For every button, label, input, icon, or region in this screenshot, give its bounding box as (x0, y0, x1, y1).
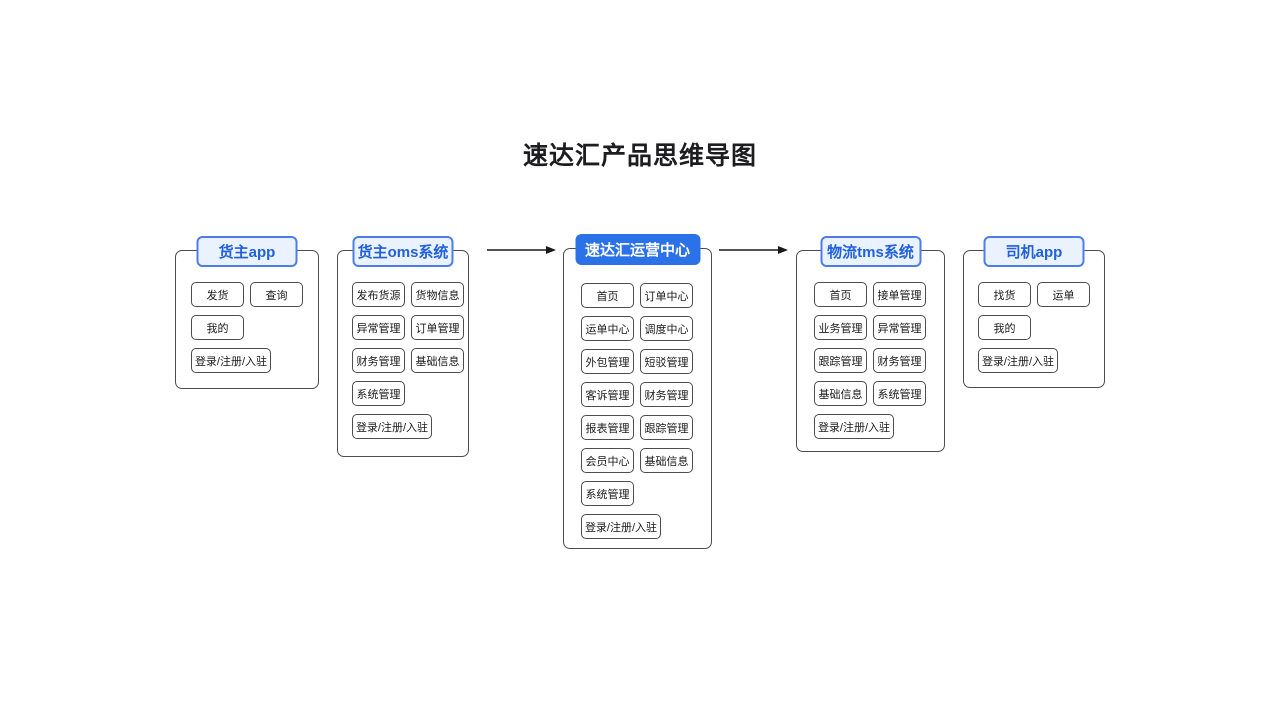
module-node: 异常管理 (352, 315, 405, 340)
panel-header-shipper-app: 货主app (196, 236, 298, 267)
module-node: 异常管理 (873, 315, 926, 340)
module-node: 外包管理 (581, 349, 634, 374)
panel-header-shipper-oms-system: 货主oms系统 (352, 236, 454, 267)
module-node: 基础信息 (814, 381, 867, 406)
module-node: 登录/注册/入驻 (191, 348, 271, 373)
module-node: 基础信息 (640, 448, 693, 473)
module-node: 登录/注册/入驻 (581, 514, 661, 539)
module-node: 接单管理 (873, 282, 926, 307)
module-node: 订单中心 (640, 283, 693, 308)
module-node: 登录/注册/入驻 (814, 414, 894, 439)
module-node: 跟踪管理 (814, 348, 867, 373)
module-node: 会员中心 (581, 448, 634, 473)
module-node: 登录/注册/入驻 (978, 348, 1058, 373)
panel-shipper-oms-system: 货主oms系统 发布货源货物信息异常管理订单管理财务管理基础信息系统管理登录/注… (337, 236, 469, 457)
panel-header-driver-app: 司机app (983, 236, 1085, 267)
module-node: 基础信息 (411, 348, 464, 373)
module-node: 登录/注册/入驻 (352, 414, 432, 439)
panel-header-logistics-tms-system: 物流tms系统 (820, 236, 921, 267)
page-title: 速达汇产品思维导图 (522, 142, 757, 170)
module-node: 财务管理 (873, 348, 926, 373)
flow-arrow-right-icon (487, 246, 556, 254)
module-node: 业务管理 (814, 315, 867, 340)
panel-logistics-tms-system: 物流tms系统 首页接单管理业务管理异常管理跟踪管理财务管理基础信息系统管理登录… (796, 236, 945, 452)
module-node: 系统管理 (873, 381, 926, 406)
module-node: 我的 (978, 315, 1031, 340)
module-node: 系统管理 (581, 481, 634, 506)
module-list-shipper-app: 发货查询我的登录/注册/入驻 (191, 282, 305, 373)
panel-sudahui-operations-center: 速达汇运营中心 首页订单中心运单中心调度中心外包管理短驳管理客诉管理财务管理报表… (563, 234, 712, 549)
module-node: 运单 (1037, 282, 1090, 307)
module-node: 报表管理 (581, 415, 634, 440)
module-node: 财务管理 (352, 348, 405, 373)
module-node: 短驳管理 (640, 349, 693, 374)
module-node: 发布货源 (352, 282, 405, 307)
flow-arrow-right-icon (719, 246, 788, 254)
panel-header-sudahui-operations-center: 速达汇运营中心 (575, 234, 700, 265)
panel-shipper-app: 货主app 发货查询我的登录/注册/入驻 (175, 236, 319, 389)
module-node: 货物信息 (411, 282, 464, 307)
module-node: 客诉管理 (581, 382, 634, 407)
module-list-logistics-tms-system: 首页接单管理业务管理异常管理跟踪管理财务管理基础信息系统管理登录/注册/入驻 (814, 282, 928, 439)
module-node: 订单管理 (411, 315, 464, 340)
module-list-sudahui-operations-center: 首页订单中心运单中心调度中心外包管理短驳管理客诉管理财务管理报表管理跟踪管理会员… (581, 283, 695, 539)
panel-driver-app: 司机app 找货运单我的登录/注册/入驻 (963, 236, 1105, 388)
module-node: 系统管理 (352, 381, 405, 406)
module-node: 我的 (191, 315, 244, 340)
module-node: 查询 (250, 282, 303, 307)
module-node: 跟踪管理 (640, 415, 693, 440)
module-node: 首页 (814, 282, 867, 307)
module-node: 运单中心 (581, 316, 634, 341)
module-node: 发货 (191, 282, 244, 307)
module-node: 财务管理 (640, 382, 693, 407)
module-list-shipper-oms-system: 发布货源货物信息异常管理订单管理财务管理基础信息系统管理登录/注册/入驻 (352, 282, 466, 439)
module-node: 首页 (581, 283, 634, 308)
module-node: 调度中心 (640, 316, 693, 341)
module-list-driver-app: 找货运单我的登录/注册/入驻 (978, 282, 1092, 373)
module-node: 找货 (978, 282, 1031, 307)
